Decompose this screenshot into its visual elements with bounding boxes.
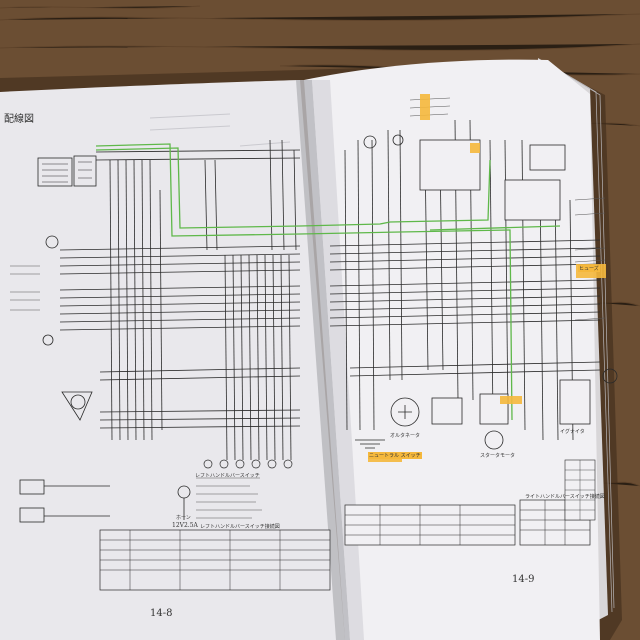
left-table-title: レフトハンドルバースイッチ接続図: [200, 524, 280, 530]
ignitor-label: イグナイタ: [560, 429, 585, 435]
left-page-number: 14-8: [150, 608, 173, 619]
left-page: [0, 80, 345, 640]
alternator-label: オルタネータ: [390, 433, 421, 439]
fuse-label: ヒューズ: [578, 265, 600, 272]
switch-legend-title: レフトハンドルバースイッチ: [195, 473, 260, 479]
right-wiring-diagram: [329, 97, 618, 546]
left-green-wires: [95, 143, 301, 237]
right-page-number: 14-9: [512, 574, 535, 585]
right-table-title: ライトハンドルバースイッチ接続図: [525, 494, 605, 500]
horn-spec: 12V2.5A: [172, 522, 198, 529]
horn-label: ホーン: [176, 515, 191, 521]
book-gutter: [296, 80, 350, 640]
left-wiring-diagram: [10, 139, 331, 591]
right-green-wires: [299, 159, 561, 421]
starter-motor-label: スタータモータ: [480, 453, 516, 459]
left-page-section-title: 配線図: [4, 114, 34, 125]
neutral-switch-label: ニュートラル スイッチ: [368, 452, 422, 459]
